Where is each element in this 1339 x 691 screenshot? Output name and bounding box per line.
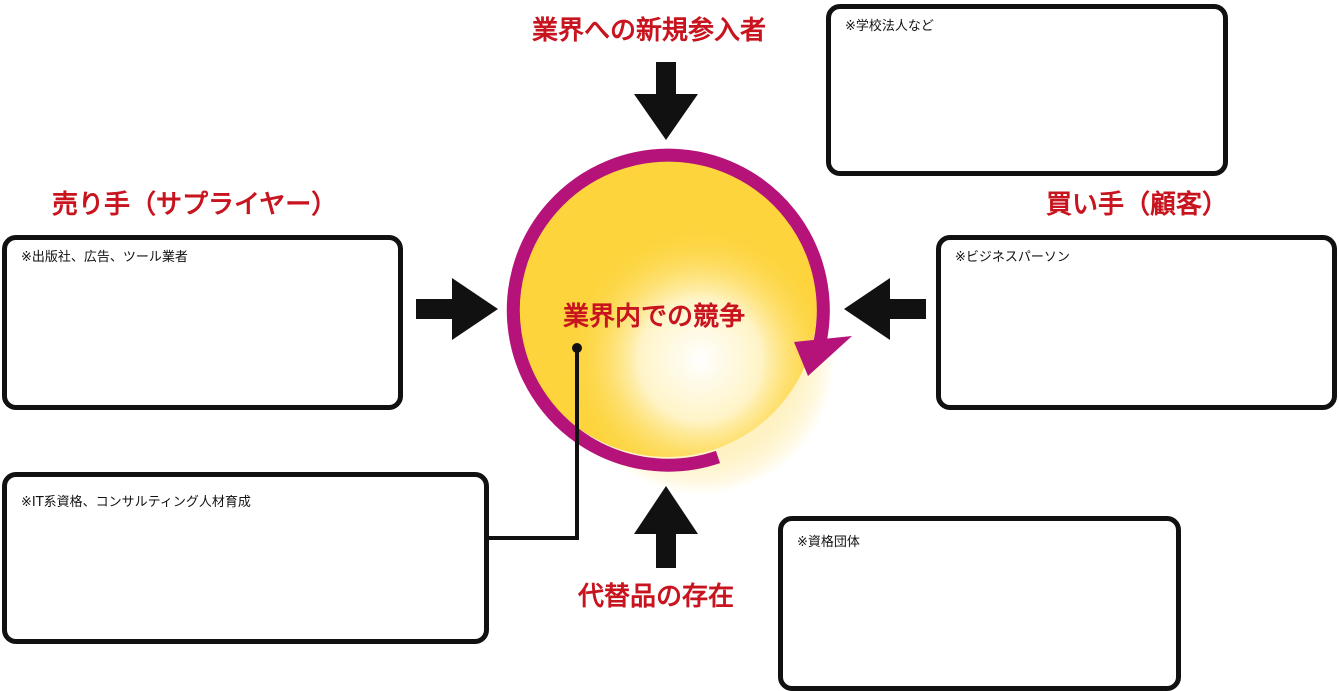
arrow-up-icon [634, 486, 698, 568]
arrow-right-icon [416, 278, 498, 340]
arrow-down-icon [634, 62, 698, 140]
rivalry-note: ※IT系資格、コンサルティング人材育成 [21, 495, 251, 510]
buyers-title: 買い手（顧客） [1046, 190, 1229, 220]
suppliers-note: ※出版社、広告、ツール業者 [21, 250, 188, 265]
rivalry-box: ※IT系資格、コンサルティング人材育成 [2, 472, 489, 644]
cycle-ring [506, 148, 830, 472]
buyers-box: ※ビジネスパーソン [936, 235, 1337, 410]
suppliers-box: ※出版社、広告、ツール業者 [2, 235, 403, 410]
new-entrants-title: 業界への新規参入者 [532, 16, 767, 46]
new-entrants-note: ※学校法人など [845, 19, 934, 34]
substitutes-title: 代替品の存在 [578, 582, 735, 612]
arrow-left-icon [844, 278, 926, 340]
cycle-arrowhead-icon [794, 336, 852, 376]
buyers-note: ※ビジネスパーソン [955, 250, 1070, 265]
connector-line [488, 348, 579, 540]
rivalry-title: 業界内での競争 [563, 302, 746, 332]
suppliers-title: 売り手（サプライヤー） [52, 190, 338, 220]
circle-glow [565, 225, 835, 495]
substitutes-note: ※資格団体 [797, 535, 860, 550]
new-entrants-box: ※学校法人など [826, 4, 1228, 176]
substitutes-box: ※資格団体 [778, 516, 1181, 691]
